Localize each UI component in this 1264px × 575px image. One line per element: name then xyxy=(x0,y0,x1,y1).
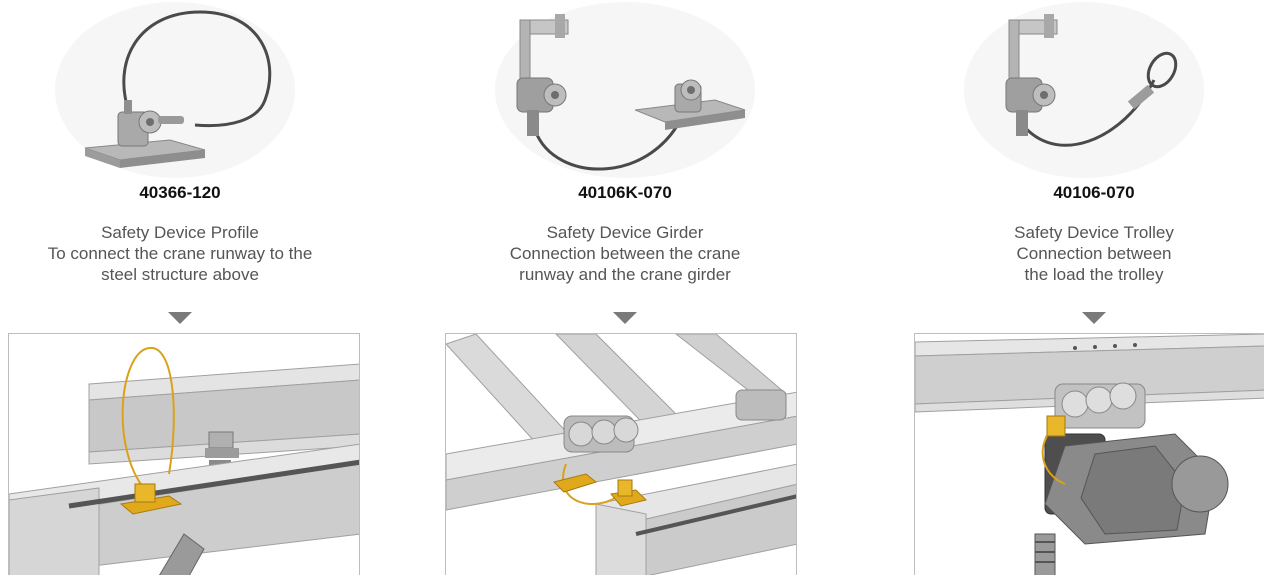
product-title: Safety Device Profile xyxy=(101,223,259,242)
product-description-line: Connection between xyxy=(1016,244,1172,263)
product-description: Safety Device Profile To connect the cra… xyxy=(0,222,370,285)
down-arrow-icon xyxy=(1082,312,1106,324)
safety-device-profile-icon xyxy=(0,0,370,178)
product-title: Safety Device Trolley xyxy=(1014,223,1174,242)
product-title: Safety Device Girder xyxy=(546,223,704,242)
down-arrow-icon xyxy=(168,312,192,324)
product-code: 40366-120 xyxy=(139,183,221,202)
product-description-line: steel structure above xyxy=(101,265,259,284)
safety-device-trolley-icon xyxy=(904,0,1264,178)
product-card-40366-120: 40366-120 Safety Device Profile To conne… xyxy=(0,0,370,575)
trolley-hoist-scene xyxy=(914,333,1264,575)
product-description-line: runway and the crane girder xyxy=(519,265,731,284)
product-description-line: Connection between the crane xyxy=(509,244,741,263)
product-description: Safety Device Girder Connection between … xyxy=(435,222,815,285)
product-description: Safety Device Trolley Connection between… xyxy=(904,222,1264,285)
safety-device-girder-icon xyxy=(435,0,815,178)
down-arrow-icon xyxy=(613,312,637,324)
crane-girder-scene xyxy=(445,333,797,575)
product-code: 40106K-070 xyxy=(578,183,672,202)
product-description-line: the load the trolley xyxy=(1024,265,1164,284)
product-code: 40106-070 xyxy=(1053,183,1135,202)
product-card-40106-070: 40106-070 Safety Device Trolley Connecti… xyxy=(904,0,1264,575)
crane-runway-profile-scene xyxy=(8,333,360,575)
product-card-40106K-070: 40106K-070 Safety Device Girder Connecti… xyxy=(435,0,815,575)
product-description-line: To connect the crane runway to the xyxy=(47,244,313,263)
